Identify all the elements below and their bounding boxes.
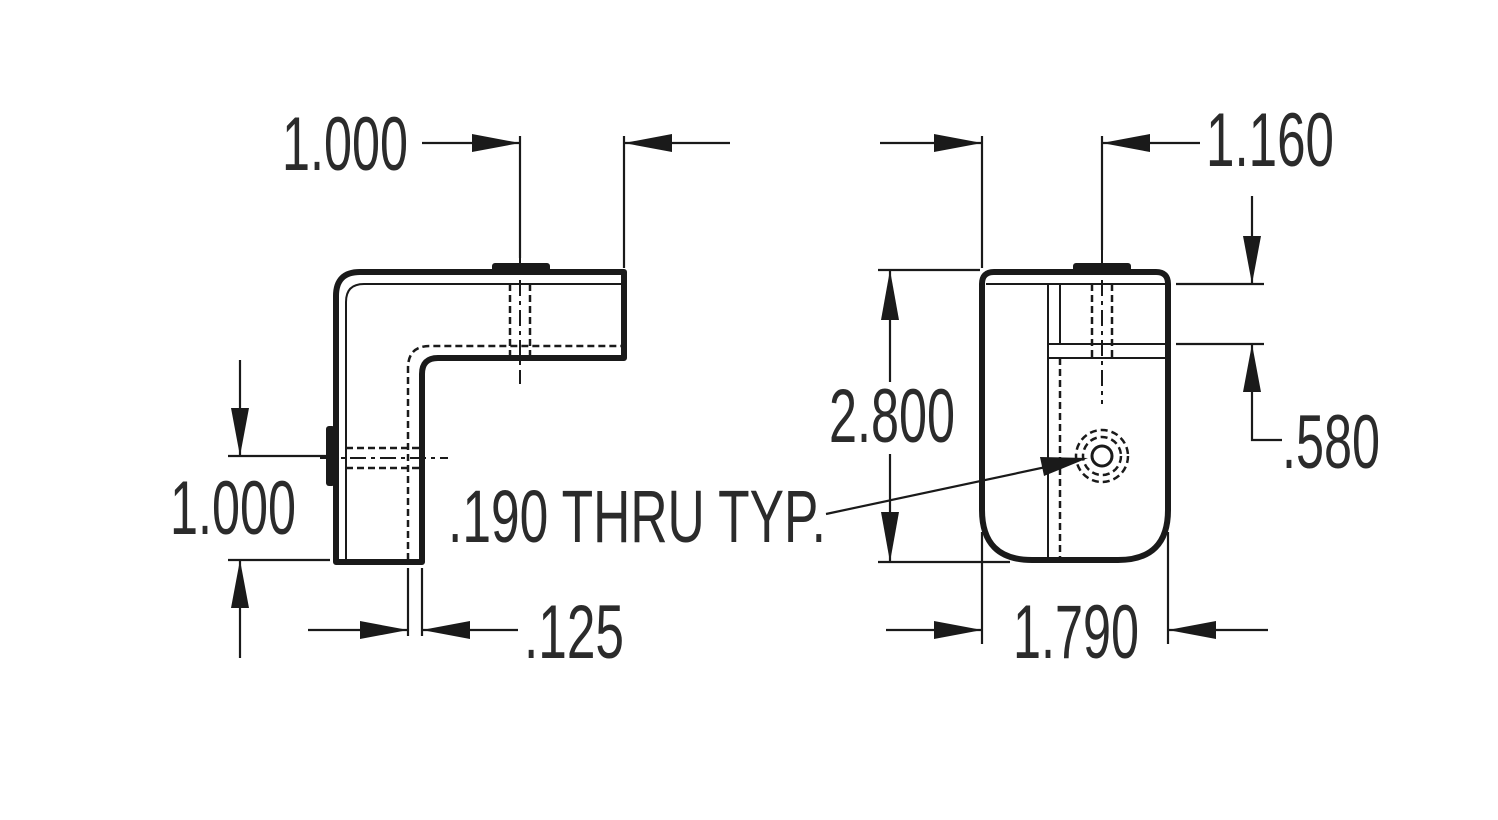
hole-callout-note: .190 THRU TYP. bbox=[448, 457, 1088, 558]
side-view-left-tab bbox=[326, 426, 335, 486]
arrowhead bbox=[1102, 134, 1150, 152]
arrowhead bbox=[1243, 344, 1261, 392]
side-view-hidden-hole-top bbox=[508, 284, 532, 356]
dimension-label: 1.790 bbox=[1013, 590, 1139, 675]
arrowhead bbox=[360, 621, 408, 639]
dimension-front-band-height: .580 bbox=[1176, 196, 1380, 485]
arrowhead bbox=[881, 512, 899, 562]
dimension-side-left-height: 1.000 bbox=[170, 360, 330, 658]
side-view-outline bbox=[333, 269, 627, 565]
dimension-side-thickness: .125 bbox=[308, 568, 624, 675]
arrowhead bbox=[1168, 621, 1216, 639]
front-view-top-tab bbox=[1073, 263, 1131, 272]
dimension-label: .580 bbox=[1282, 400, 1380, 485]
arrowhead bbox=[934, 621, 982, 639]
hole-hidden-outer-circle bbox=[1074, 428, 1130, 484]
dimension-label: 1.160 bbox=[1206, 98, 1334, 183]
side-view-inner-bend-line bbox=[345, 283, 622, 560]
front-view: 2.800 1.790 1.160 bbox=[829, 98, 1380, 675]
arrowhead bbox=[1243, 236, 1261, 284]
dimension-front-top-offset: 1.160 bbox=[880, 98, 1334, 268]
side-view: 1.000 1.000 .125 bbox=[170, 102, 730, 675]
side-view-hidden-hole-left bbox=[346, 446, 420, 470]
front-view-hidden-hole bbox=[1090, 284, 1114, 358]
arrowhead bbox=[422, 621, 470, 639]
dimension-front-height: 2.800 bbox=[829, 268, 1010, 564]
dimension-label: 1.000 bbox=[282, 102, 408, 187]
arrowhead bbox=[934, 134, 982, 152]
arrowhead bbox=[231, 408, 249, 456]
leader-arrowhead bbox=[1040, 457, 1088, 476]
dimension-front-width: 1.790 bbox=[886, 532, 1268, 675]
arrowhead bbox=[624, 134, 672, 152]
arrowhead bbox=[881, 270, 899, 320]
dimension-label: 1.000 bbox=[170, 466, 296, 551]
dimension-label: .125 bbox=[524, 590, 624, 675]
front-view-outline bbox=[979, 269, 1171, 563]
side-view-hidden-lines bbox=[406, 344, 622, 560]
hole-hidden-inner-circle bbox=[1081, 435, 1123, 477]
hole-circle bbox=[1090, 444, 1114, 468]
side-view-top-tab bbox=[492, 263, 550, 272]
arrowhead bbox=[472, 134, 520, 152]
leader-line bbox=[825, 462, 1061, 516]
dimension-label: 2.800 bbox=[829, 374, 955, 459]
arrowhead bbox=[231, 560, 249, 608]
hole-callout-text: .190 THRU TYP. bbox=[448, 475, 826, 558]
dimension-side-top-width: 1.000 bbox=[282, 102, 730, 268]
